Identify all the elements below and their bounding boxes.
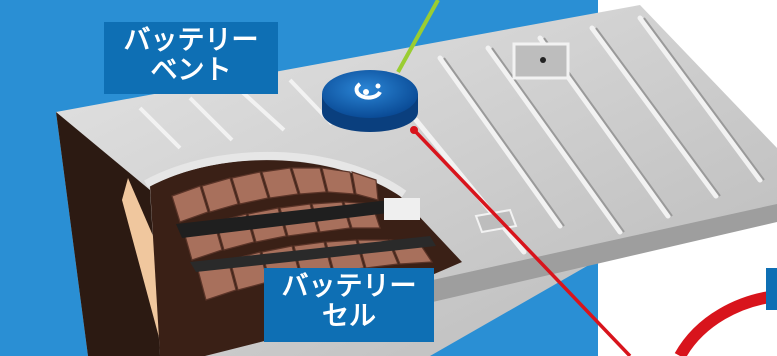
cutaway-rim [144, 151, 407, 198]
vent-pointer-line [396, 0, 440, 73]
battery-cell-label-line2: セル [322, 301, 376, 332]
battery-vent-label: バッテリー ベント [104, 22, 278, 94]
callout-tab [766, 268, 777, 310]
battery-vent-label-line2: ベント [150, 55, 232, 86]
battery-cell-label: バッテリー セル [264, 268, 434, 342]
plate-bolt [540, 57, 546, 63]
battery-cell-label-line1: バッテリー [281, 271, 417, 302]
bus-bar [176, 200, 396, 238]
cell-pointer-line [412, 128, 632, 356]
cell-pointer-origin [410, 126, 418, 134]
cell-module-block [384, 198, 420, 220]
bus-bar-2 [190, 236, 436, 272]
battery-left-side [56, 112, 160, 356]
vent-cap-icon [322, 70, 418, 132]
battery-vent-label-line1: バッテリー [123, 25, 259, 56]
callout-ring [674, 290, 777, 356]
callout-ring-inner [698, 310, 777, 356]
